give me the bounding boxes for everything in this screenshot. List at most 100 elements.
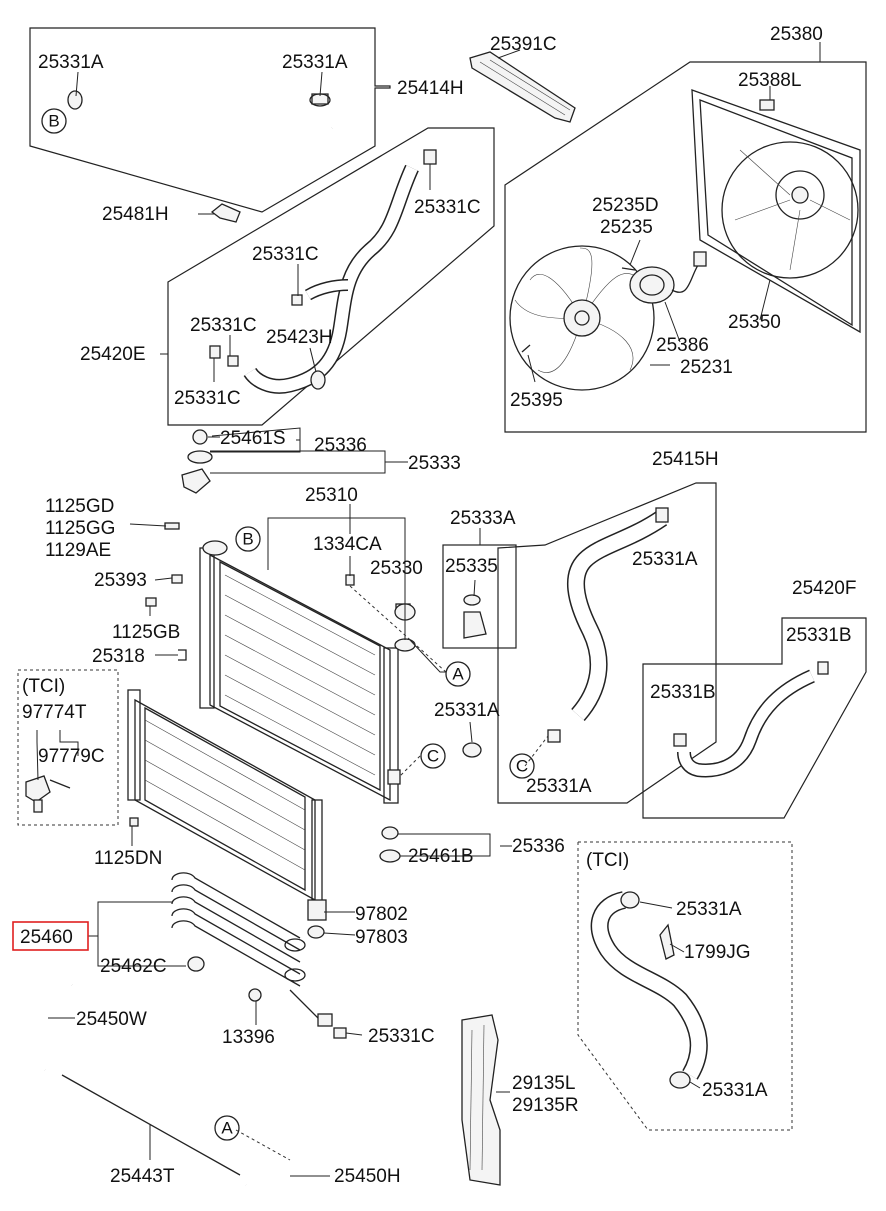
- label-25391C[interactable]: 25391C: [490, 34, 557, 55]
- label-25331C[interactable]: 25331C: [252, 244, 319, 265]
- callout-a2: A: [221, 1119, 233, 1138]
- label-25450H[interactable]: 25450H: [334, 1166, 401, 1187]
- hose-25415H: [547, 507, 669, 743]
- label-25331A[interactable]: 25331A: [434, 700, 500, 721]
- label-1125GB[interactable]: 1125GB: [112, 622, 180, 643]
- label-25414H[interactable]: 25414H: [397, 78, 464, 99]
- label-25461B[interactable]: 25461B: [408, 846, 474, 867]
- label-25388L[interactable]: 25388L: [738, 70, 801, 91]
- label-1799JG[interactable]: 1799JG: [684, 942, 751, 963]
- label-25331A[interactable]: 25331A: [676, 899, 742, 920]
- label-25450W[interactable]: 25450W: [76, 1009, 147, 1030]
- label-25460[interactable]: 25460: [20, 927, 73, 948]
- label-25331A[interactable]: 25331A: [526, 776, 592, 797]
- label-25420E[interactable]: 25420E: [80, 344, 146, 365]
- callout-a1: A: [452, 665, 464, 684]
- box-tci-sensor: [17, 669, 119, 826]
- label-97803[interactable]: 97803: [355, 927, 408, 948]
- label-25395[interactable]: 25395: [510, 390, 563, 411]
- label-97774T[interactable]: 97774T: [22, 702, 87, 723]
- air-guard-29135: [461, 1014, 501, 1186]
- label-13396[interactable]: 13396: [222, 1027, 275, 1048]
- label-25461S[interactable]: 25461S: [220, 428, 286, 449]
- callout-circle-a2: [214, 1115, 240, 1141]
- callout-c1: C: [427, 747, 439, 766]
- label-25336[interactable]: 25336: [314, 435, 367, 456]
- callout-c2: C: [516, 757, 528, 776]
- label-29135R[interactable]: 29135R: [512, 1095, 579, 1116]
- label-29135L[interactable]: 29135L: [512, 1073, 575, 1094]
- label-25462C[interactable]: 25462C: [100, 956, 167, 977]
- label-25331A[interactable]: 25331A: [632, 549, 698, 570]
- label-25333A[interactable]: 25333A: [450, 508, 516, 529]
- label-1125DN[interactable]: 1125DN: [94, 848, 162, 869]
- box-hose-25415H: [497, 482, 717, 804]
- parts-drawings: [25, 51, 861, 1188]
- label-25330[interactable]: 25330: [370, 558, 423, 579]
- label-25393[interactable]: 25393: [94, 570, 147, 591]
- small-parts: [129, 429, 487, 1039]
- label-25231[interactable]: 25231: [680, 357, 733, 378]
- overflow-hoses: [31, 974, 291, 1188]
- label-1125GD[interactable]: 1125GD: [45, 496, 114, 517]
- hose-25420F: [673, 661, 829, 778]
- part-labels: 25331A 25331A 25414H 25391C 25380 25388L…: [20, 24, 856, 1187]
- oil-cooler-25460: [171, 872, 333, 1027]
- label-1125GG[interactable]: 1125GG: [45, 518, 115, 539]
- label-25331B[interactable]: 25331B: [650, 682, 716, 703]
- tci-sensor-parts: [25, 775, 71, 813]
- radiator-25310: [199, 540, 416, 804]
- callout-b2: B: [242, 530, 253, 549]
- label-25386[interactable]: 25386: [656, 335, 709, 356]
- callout-circle-c1: [420, 743, 446, 769]
- label-25331A[interactable]: 25331A: [38, 52, 104, 73]
- callout-circle-b2: [235, 526, 261, 552]
- label-25380[interactable]: 25380: [770, 24, 823, 45]
- baffle-25391C: [469, 51, 576, 123]
- highlight-box-25460: [12, 921, 89, 951]
- label-25423H[interactable]: 25423H: [266, 327, 333, 348]
- label-97779C[interactable]: 97779C: [38, 746, 105, 767]
- fan-shroud-25350: [691, 89, 861, 334]
- label-25350[interactable]: 25350: [728, 312, 781, 333]
- fan-assembly: [509, 245, 707, 391]
- upper-hose-25414H: [67, 80, 338, 170]
- label-1334CA[interactable]: 1334CA: [313, 534, 382, 555]
- label-25331A[interactable]: 25331A: [282, 52, 348, 73]
- callout-b1: B: [48, 112, 59, 131]
- callouts: B B A A C C: [41, 108, 535, 1141]
- bracket-25481H: [210, 203, 241, 223]
- box-upper-hose-group: [29, 27, 391, 213]
- label-tci[interactable]: (TCI): [586, 850, 629, 871]
- label-25331C[interactable]: 25331C: [174, 388, 241, 409]
- box-hose-25420F: [642, 617, 867, 819]
- label-25331C[interactable]: 25331C: [368, 1026, 435, 1047]
- tci-hose: [590, 891, 708, 1089]
- callout-circle-b1: [41, 108, 67, 134]
- group-boxes: [17, 27, 867, 1131]
- lower-hose-25423H: [209, 149, 437, 394]
- callout-circle-a1: [445, 661, 471, 687]
- label-25481H[interactable]: 25481H: [102, 204, 169, 225]
- label-25335[interactable]: 25335: [445, 556, 498, 577]
- label-25310[interactable]: 25310: [305, 485, 358, 506]
- label-25235D[interactable]: 25235D: [592, 195, 659, 216]
- label-25235[interactable]: 25235: [600, 217, 653, 238]
- label-25331C[interactable]: 25331C: [414, 197, 481, 218]
- label-25443T[interactable]: 25443T: [110, 1166, 175, 1187]
- label-25333[interactable]: 25333: [408, 453, 461, 474]
- label-25420F[interactable]: 25420F: [792, 578, 856, 599]
- label-25331C[interactable]: 25331C: [190, 315, 257, 336]
- label-25331A[interactable]: 25331A: [702, 1080, 768, 1101]
- label-tci[interactable]: (TCI): [22, 676, 65, 697]
- label-1129AE[interactable]: 1129AE: [45, 540, 111, 561]
- label-25336[interactable]: 25336: [512, 836, 565, 857]
- label-25331B[interactable]: 25331B: [786, 625, 852, 646]
- label-25318[interactable]: 25318: [92, 646, 145, 667]
- box-lower-hose-group: [167, 127, 495, 426]
- label-97802[interactable]: 97802: [355, 904, 408, 925]
- callout-circle-c2: [509, 753, 535, 779]
- label-25415H[interactable]: 25415H: [652, 449, 719, 470]
- box-fan-shroud-group: [504, 61, 867, 433]
